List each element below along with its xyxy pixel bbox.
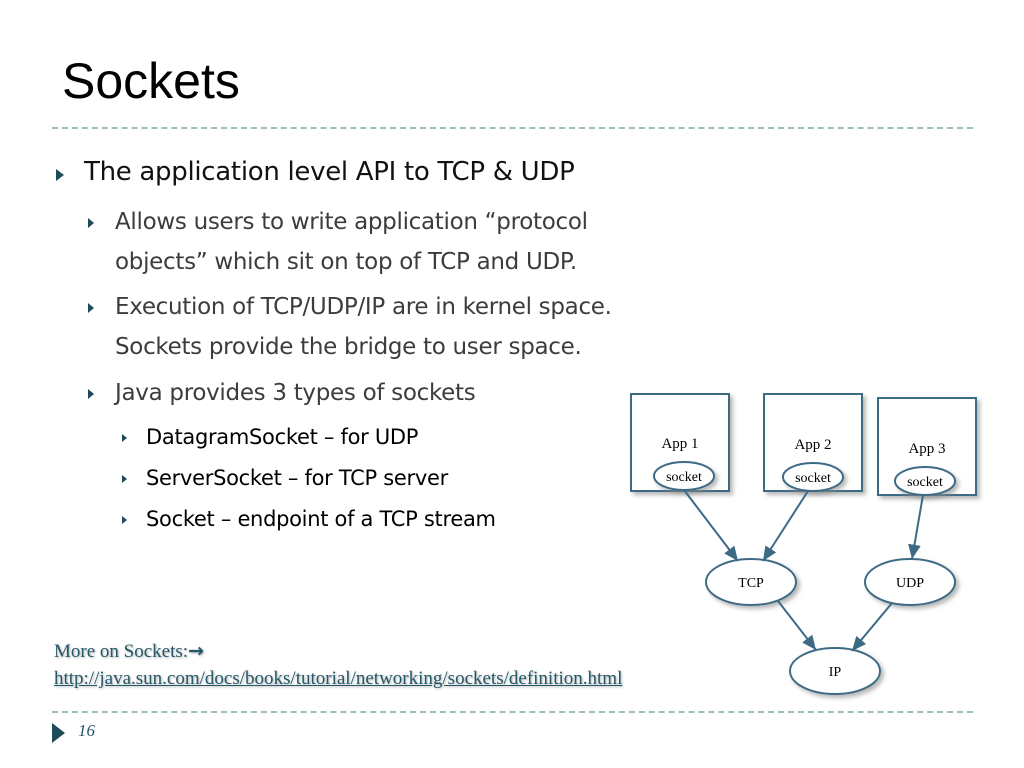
- udp-label: UDP: [896, 576, 924, 591]
- right-arrow-icon: →: [188, 640, 204, 662]
- app-2-box: [763, 393, 863, 492]
- bullet-sub2-line1: Execution of TCP/UDP/IP are in kernel sp…: [115, 294, 612, 320]
- arrow-udp-ip: [851, 602, 893, 652]
- app-2-socket: [782, 462, 844, 492]
- footer-triangle-icon: [52, 723, 65, 743]
- bullet-sub3: Java provides 3 types of sockets: [115, 380, 476, 406]
- title-divider: [52, 127, 973, 129]
- bullet-arrow-icon: [88, 218, 94, 228]
- ip-label: IP: [829, 665, 842, 680]
- slide-title: Sockets: [62, 53, 240, 109]
- arrow-app1-tcp: [683, 489, 739, 562]
- bullet-sub2-line2: Sockets provide the bridge to user space…: [115, 334, 582, 360]
- app-1-socket-label: socket: [666, 470, 702, 485]
- bullet-arrow-icon: [88, 389, 94, 399]
- more-on-sockets-label: More on Sockets:→: [54, 640, 204, 663]
- app-2-label: App 2: [794, 437, 831, 453]
- socket-type-item: ServerSocket – for TCP server: [146, 466, 448, 490]
- more-label-text: More on Sockets:: [54, 641, 189, 662]
- ip-node: [789, 647, 881, 695]
- page-number: 16: [78, 721, 95, 740]
- app-2-socket-label: socket: [795, 471, 831, 486]
- bullet-sub1-line1: Allows users to write application “proto…: [115, 209, 588, 235]
- arrow-app2-tcp: [762, 490, 809, 562]
- socket-type-item: DatagramSocket – for UDP: [146, 425, 419, 449]
- app-1-label: App 1: [661, 436, 698, 452]
- udp-node: [864, 558, 956, 606]
- app-1-box: [630, 393, 730, 492]
- bullet-main: The application level API to TCP & UDP: [84, 157, 575, 187]
- bullet-arrow-icon: [122, 475, 127, 483]
- bullet-arrow-icon: [56, 169, 64, 181]
- footer-divider: [52, 711, 973, 713]
- app-3-socket: [894, 466, 956, 496]
- arrow-tcp-ip: [777, 600, 817, 651]
- arrow-app3-udp: [908, 494, 924, 560]
- app-3-socket-label: socket: [907, 475, 943, 490]
- bullet-arrow-icon: [122, 434, 127, 442]
- sockets-tutorial-link[interactable]: http://java.sun.com/docs/books/tutorial/…: [54, 668, 623, 689]
- socket-type-item: Socket – endpoint of a TCP stream: [146, 507, 496, 531]
- bullet-arrow-icon: [122, 516, 127, 524]
- bullet-sub1-line2: objects” which sit on top of TCP and UDP…: [115, 249, 577, 275]
- bullet-arrow-icon: [88, 303, 94, 313]
- app-3-box: [877, 397, 977, 496]
- tcp-node: [705, 558, 797, 606]
- app-1-socket: [653, 461, 715, 491]
- tcp-label: TCP: [738, 576, 764, 591]
- app-3-label: App 3: [908, 441, 945, 457]
